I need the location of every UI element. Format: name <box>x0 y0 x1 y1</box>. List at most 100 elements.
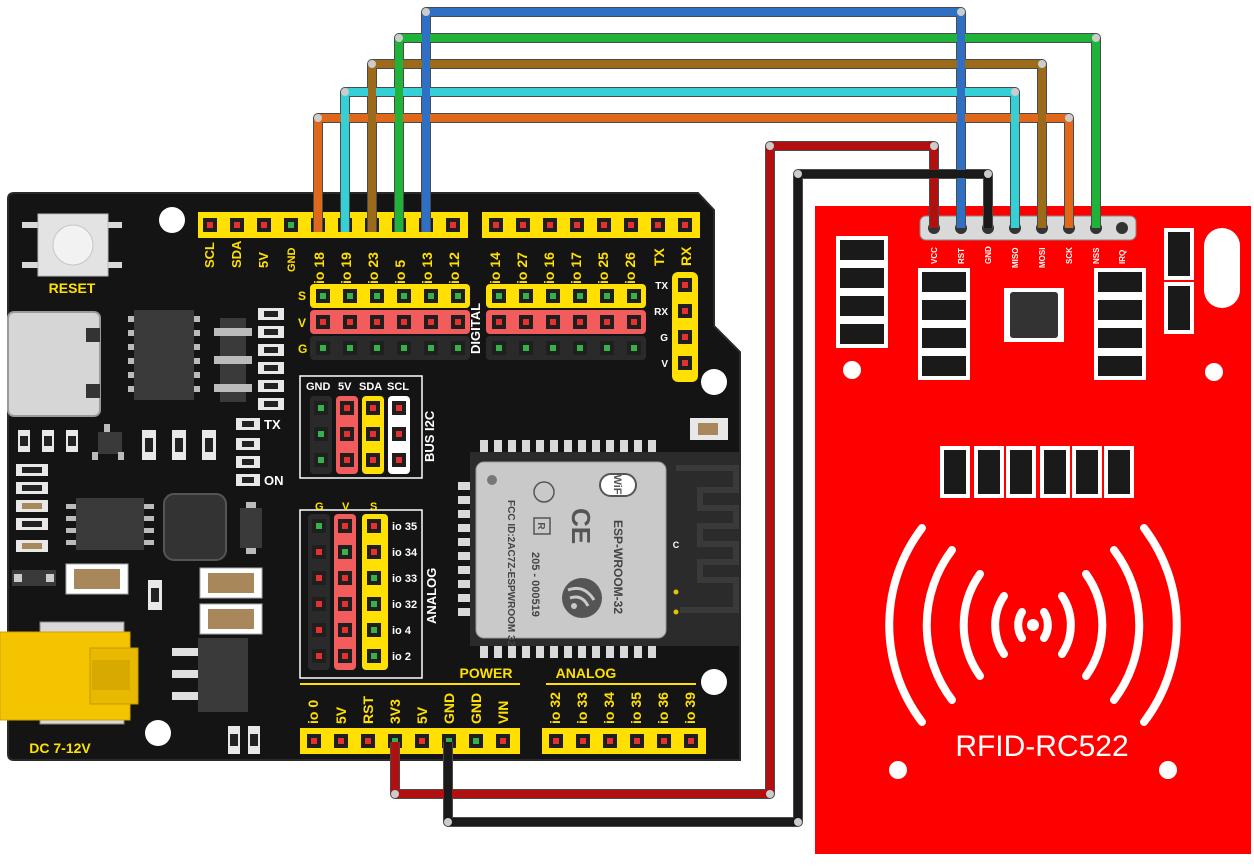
power-header: POWER io 0 5V RST 3V3 5V GND GND VIN <box>300 665 520 754</box>
rfid-pin-label: VCC <box>930 247 939 264</box>
mount-hole <box>701 669 727 695</box>
wifi-badge-text: WiFi <box>611 474 623 497</box>
on-led-label: ON <box>264 473 284 488</box>
mount-hole <box>1159 761 1177 779</box>
row-label-s: S <box>298 289 306 303</box>
module-fcc-text: FCC ID:2AC7Z-ESPWROOM 32 <box>505 500 516 647</box>
i2c-header-label: 5V <box>338 381 352 393</box>
uart-label: RX <box>654 307 668 318</box>
bottom-analog-header: ANALOG io 32 io 33 io 34 io 35 io 36 io … <box>542 665 706 754</box>
uart-label: G <box>660 333 668 344</box>
rfid-pin-label: RST <box>957 248 966 264</box>
r-mark-box <box>533 517 551 535</box>
mount-hole <box>889 761 907 779</box>
antenna-mark: C <box>673 540 680 550</box>
rfid-pin-label: IRQ <box>1118 250 1127 264</box>
smd-components-left <box>12 424 263 754</box>
bottom-analog-pin: io 35 <box>628 692 644 724</box>
mount-hole <box>145 720 171 746</box>
vcc-wire <box>391 142 938 798</box>
reset-button[interactable] <box>22 213 122 277</box>
wires <box>313 7 1101 827</box>
bottom-analog-pin: io 32 <box>547 692 563 724</box>
uart-label: TX <box>655 281 668 292</box>
digital-label: DIGITAL <box>468 303 483 354</box>
reset-label: RESET <box>49 280 96 296</box>
power-pin-label: io 0 <box>305 700 321 724</box>
pin-label: SDA <box>229 240 244 268</box>
pin-label: RX <box>678 246 694 266</box>
mount-hole <box>1205 363 1223 381</box>
esp32-board: RESET <box>0 192 741 761</box>
mount-hole <box>701 369 727 395</box>
analog-pin-label: io 2 <box>392 651 411 663</box>
oval-slot <box>1204 228 1240 308</box>
power-pin-label: 5V <box>414 706 430 724</box>
analog-col-label: S <box>370 501 377 513</box>
tx-led-label: TX <box>264 417 281 432</box>
rfid-pin-label: MISO <box>1011 248 1020 268</box>
analog-header-block: G V S io 35 io 34 io 33 io 32 io 4 io 2 <box>299 501 439 679</box>
pin-label: io 17 <box>568 252 584 284</box>
module-model-text: ESP-WROOM-32 <box>611 520 625 614</box>
pin-label: io 26 <box>622 252 638 284</box>
rfid-rc522-module: VCC RST GND MISO MOSI SCK NSS IRQ <box>815 206 1251 854</box>
power-pin-label: 5V <box>333 706 349 724</box>
rfid-pin-label: SCK <box>1065 247 1074 264</box>
bottom-analog-pin: io 34 <box>601 692 617 724</box>
pin-label: TX <box>651 247 667 266</box>
row-label-g: G <box>298 342 307 356</box>
power-pin-label: GND <box>441 693 457 724</box>
rfid-pin-label: NSS <box>1092 247 1101 264</box>
rfid-title: RFID-RC522 <box>955 730 1128 763</box>
usb-c-port <box>7 311 101 417</box>
rfid-antenna-icon <box>885 524 1181 726</box>
i2c-header-label: SCL <box>387 381 409 393</box>
pin-label: SCL <box>202 242 217 268</box>
pin-label: GND <box>286 248 298 273</box>
power-pin-label: VIN <box>495 701 511 724</box>
pin-label: io 14 <box>487 252 503 284</box>
power-pin-label: 3V3 <box>387 699 403 724</box>
mount-hole <box>843 361 861 379</box>
analog-pin-label: io 35 <box>392 521 417 533</box>
top-header-right <box>482 212 700 238</box>
analog-side-label: ANALOG <box>424 568 439 624</box>
esp32-wroom-module: C ESP-WROOM-32 205 - 000519 FCC ID:2AC7Z… <box>458 440 740 658</box>
bottom-analog-pin: io 39 <box>682 692 698 724</box>
pin-label: io 13 <box>419 252 435 284</box>
usb-serial-chip <box>128 310 200 400</box>
espressif-logo-icon <box>562 578 602 618</box>
power-pin-label: RST <box>360 696 376 724</box>
ground-mark-icon <box>533 481 555 503</box>
analog-col-label: G <box>315 501 324 513</box>
bottom-analog-pin: io 33 <box>574 692 590 724</box>
ce-mark-icon: CE <box>566 508 596 544</box>
dc-jack <box>0 621 139 725</box>
pin-label: io 19 <box>338 252 354 284</box>
pin-label: io 27 <box>514 252 530 284</box>
pin-label: io 18 <box>311 252 327 284</box>
rst-wire <box>422 8 965 232</box>
status-leds <box>236 418 260 486</box>
nss-wire <box>395 34 1100 232</box>
uart-label: V <box>661 359 668 370</box>
rfid-pin-label: MOSI <box>1038 248 1047 268</box>
r-mark-icon: R <box>535 522 546 530</box>
i2c-header-block: GND 5V SDA SCL BUS I2C <box>299 375 437 479</box>
wifi-badge-icon: WiFi <box>599 473 637 498</box>
pin-label: io 12 <box>446 252 462 284</box>
analog-pin-label: io 33 <box>392 573 417 585</box>
miso-wire <box>341 88 1019 232</box>
digital-svg-header: S V G <box>298 284 646 360</box>
pin-label: io 16 <box>541 252 557 284</box>
pin-label: io 23 <box>365 252 381 284</box>
sck-wire <box>314 114 1073 232</box>
rfid-pin-label: GND <box>984 246 993 264</box>
bottom-analog-pin: io 36 <box>655 692 671 724</box>
i2c-label: BUS I2C <box>422 410 437 462</box>
i2c-header-label: GND <box>306 381 331 393</box>
analog-pin-label: io 4 <box>392 625 412 637</box>
mosi-wire <box>368 60 1046 232</box>
